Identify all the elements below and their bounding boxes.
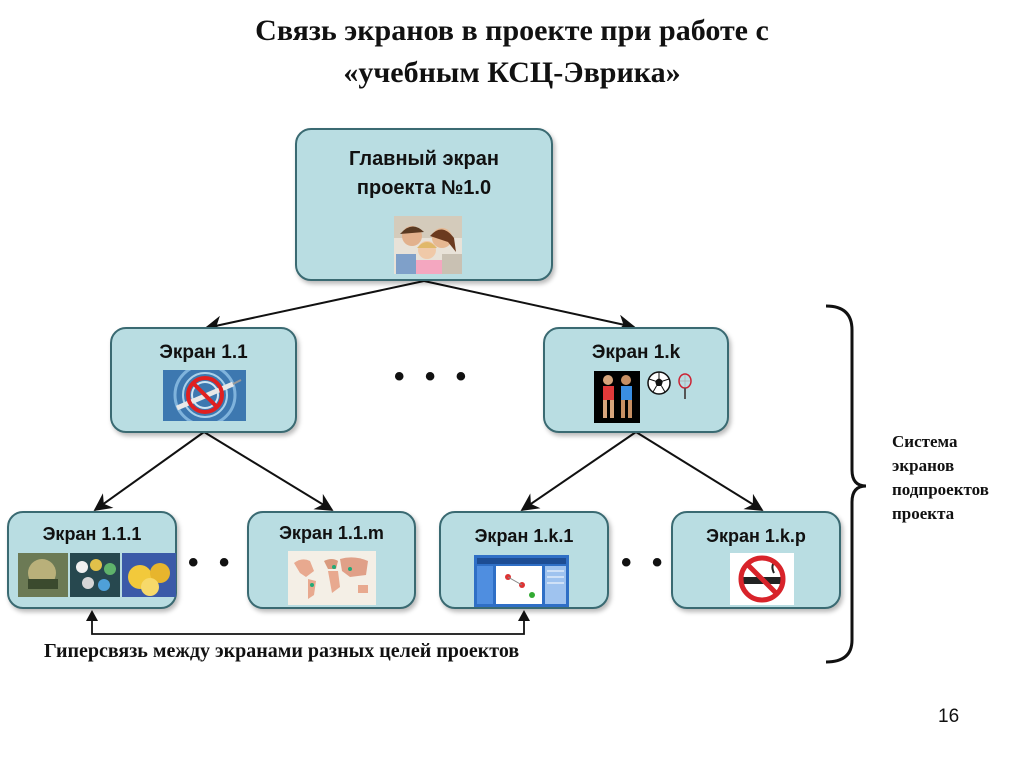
arrow-1-k-to-1-k-p <box>635 431 764 511</box>
title-line-2: «учебным КСЦ-Эврика» <box>343 56 681 89</box>
slide-title: Связь экранов в проекте при работе с «уч… <box>0 10 1024 94</box>
no-drugs-icon <box>163 370 246 421</box>
arrow-main-to-1-1 <box>204 280 425 334</box>
side-label-line-3: подпроектов <box>892 480 989 499</box>
screen-1-1-m-box[interactable]: Экран 1.1.m <box>247 511 416 609</box>
world-map-icon <box>288 551 376 605</box>
arrow-main-to-1-k <box>423 280 636 333</box>
hyperlink-label: Гиперсвязь между экранами разных целей п… <box>44 640 520 662</box>
family-photo-icon <box>394 216 462 274</box>
screen-1-1-m-label: Экран 1.1.m <box>279 523 384 543</box>
side-label-line-4: проекта <box>892 504 955 523</box>
screen-1-k-p-label: Экран 1.k.p <box>706 526 806 546</box>
no-smoking-icon <box>730 553 794 605</box>
arrow-1-k-to-1-k-1 <box>520 431 637 512</box>
main-screen-label-2: проекта №1.0 <box>356 177 492 199</box>
screen-1-1-label: Экран 1.1 <box>159 342 248 363</box>
page-number: 16 <box>938 706 960 727</box>
ellipsis-level-2: • • • <box>394 360 473 393</box>
main-screen-label-1: Главный экран <box>349 148 499 170</box>
screen-1-1-1-label: Экран 1.1.1 <box>42 524 142 544</box>
title-line-1: Связь экранов в проекте при работе с <box>255 14 769 47</box>
screen-1-k-box[interactable]: Экран 1.k <box>543 327 729 433</box>
screen-1-k-1-label: Экран 1.k.1 <box>474 526 574 546</box>
subproject-system-label: Система экранов подпроектов проекта <box>892 430 989 526</box>
screen-1-k-p-box[interactable]: Экран 1.k.p <box>671 511 841 609</box>
side-label-line-2: экранов <box>892 456 955 475</box>
screen-1-1-1-box[interactable]: Экран 1.1.1 <box>7 511 177 609</box>
screen-1-1-box[interactable]: Экран 1.1 <box>110 327 297 433</box>
screen-thumbnail-icon <box>474 555 569 607</box>
arrow-1-1-to-1-1-1 <box>93 431 205 512</box>
screen-1-k-1-box[interactable]: Экран 1.k.1 <box>439 511 609 609</box>
tennis-racket-icon <box>676 373 694 401</box>
nature-collage-icon <box>18 553 176 597</box>
main-screen-box[interactable]: Главный экран проекта №1.0 <box>295 128 553 281</box>
hyperlink-arrow <box>91 612 525 635</box>
screen-1-k-label: Экран 1.k <box>591 342 681 363</box>
arrow-1-1-to-1-1-m <box>203 431 334 511</box>
side-label-line-1: Система <box>892 432 958 451</box>
athletes-sport-icon <box>594 371 640 423</box>
system-brace <box>825 304 867 664</box>
soccer-ball-icon <box>646 370 672 396</box>
